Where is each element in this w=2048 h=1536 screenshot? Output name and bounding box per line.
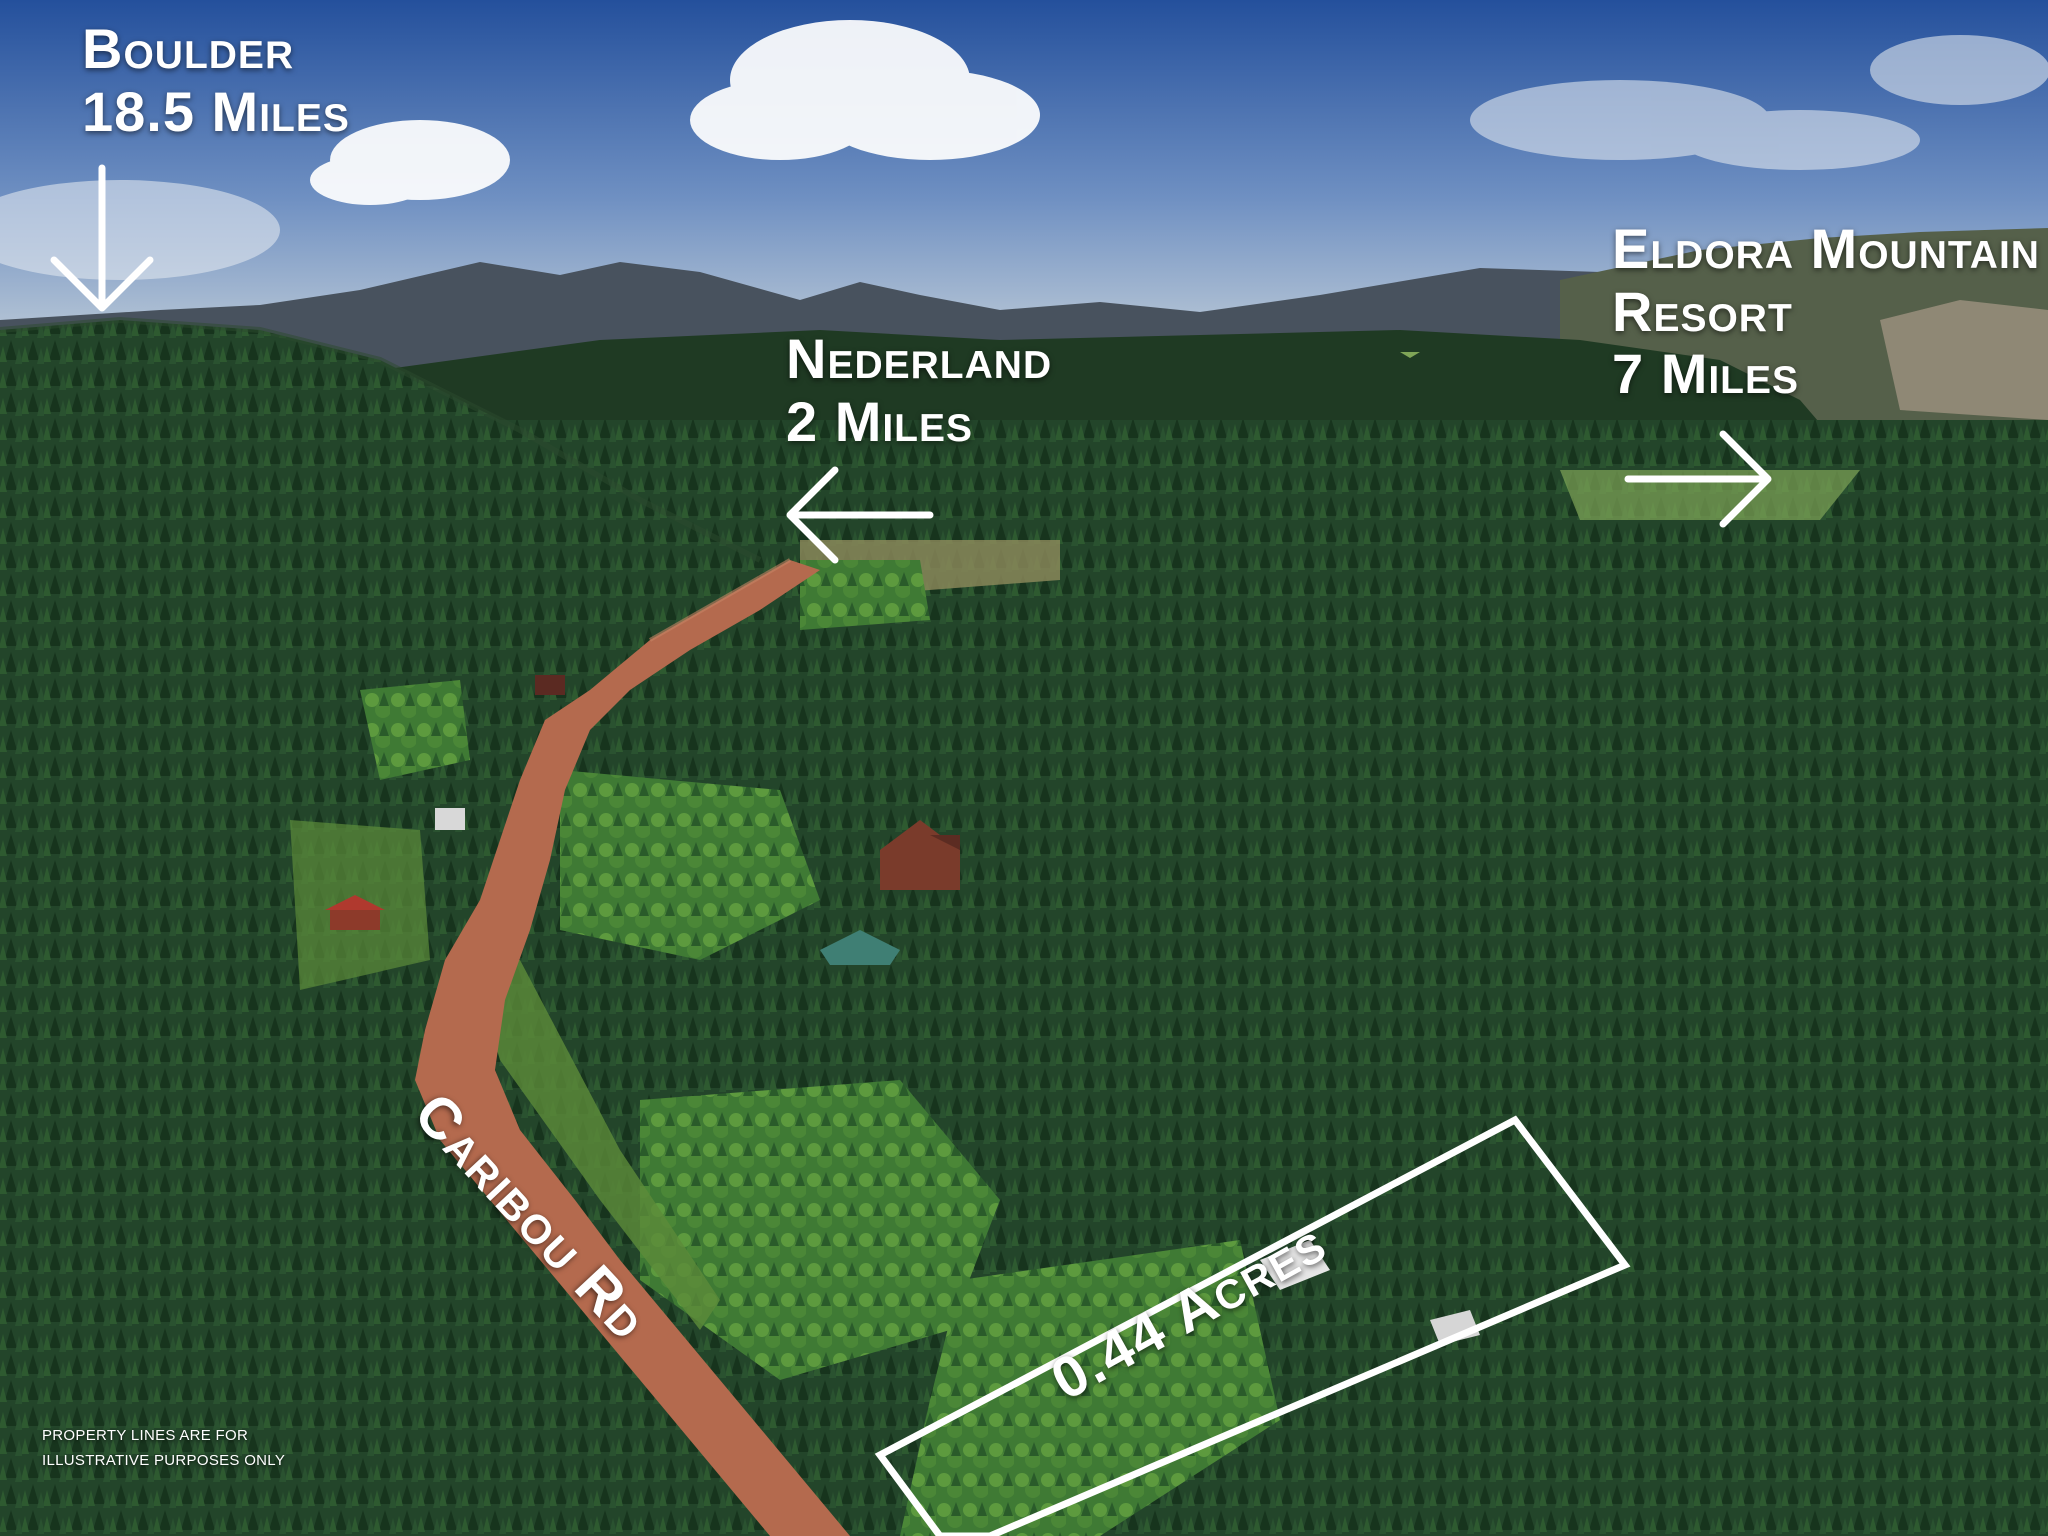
boulder-name: Boulder bbox=[82, 17, 295, 80]
eldora-name-line2: Resort bbox=[1612, 279, 1793, 343]
boulder-distance: 18.5 Miles bbox=[82, 79, 350, 143]
nederland-distance: 2 Miles bbox=[786, 389, 974, 453]
arrow-left-icon bbox=[786, 466, 934, 564]
disclaimer-note: Property lines are for illustrative purp… bbox=[42, 1424, 285, 1474]
boulder-label: Boulder 18.5 Miles bbox=[82, 17, 350, 143]
arrow-right-icon bbox=[1624, 430, 1772, 528]
eldora-name: Eldora Mountain bbox=[1612, 217, 2040, 280]
nederland-name: Nederland bbox=[786, 327, 1053, 390]
nederland-label: Nederland 2 Miles bbox=[786, 327, 1053, 453]
eldora-distance: 7 Miles bbox=[1612, 342, 1800, 406]
disclaimer-line2: illustrative purposes only bbox=[42, 1451, 286, 1469]
arrow-down-icon bbox=[50, 164, 154, 312]
disclaimer-line1: Property lines are for bbox=[42, 1427, 249, 1444]
eldora-label: Eldora Mountain Resort 7 Miles bbox=[1612, 217, 2040, 406]
